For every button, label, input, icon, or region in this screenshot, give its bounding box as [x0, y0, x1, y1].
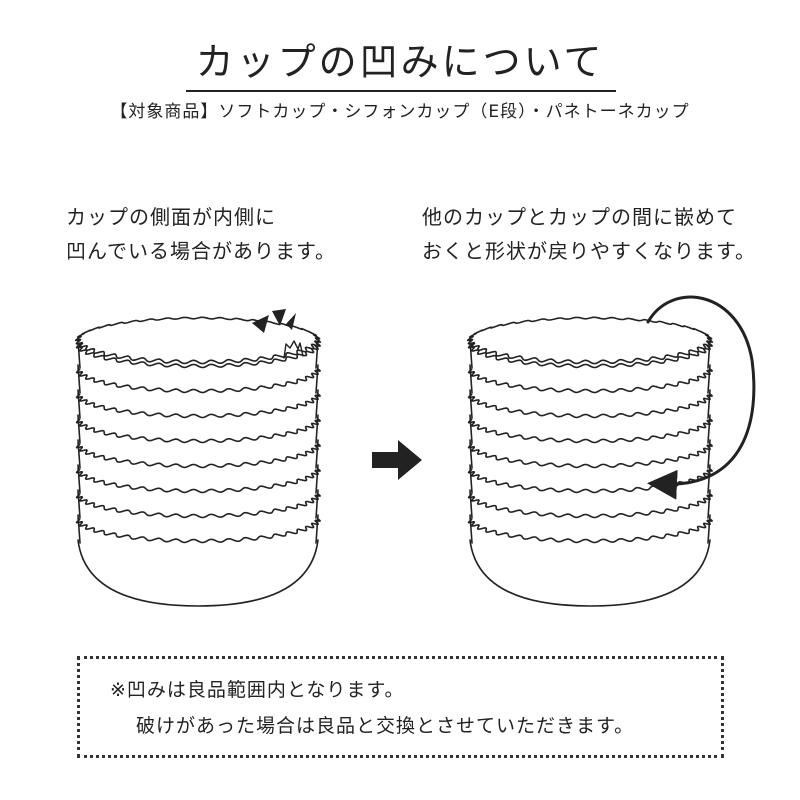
cup-side-right: [315, 439, 319, 469]
title-underline: [186, 90, 616, 92]
cup-side-left: [77, 514, 81, 544]
cup-side-right: [707, 389, 711, 419]
right-arrow-icon: [372, 440, 422, 480]
illustration: [74, 295, 756, 607]
cup-side-left: [469, 439, 473, 469]
dented-cup-stack: [74, 316, 322, 607]
cup-side-right: [315, 414, 319, 444]
cup-pleat-rim: [467, 342, 713, 369]
cup-pleat-rim: [467, 492, 713, 519]
cup-side-left: [77, 339, 81, 369]
cup-side-left: [469, 414, 473, 444]
fix-caption-line-2: おくと形状が戻りやすくなります。: [422, 239, 756, 263]
cup-side-left: [469, 364, 473, 394]
cup-side-right: [707, 364, 711, 394]
cup-side-right: [315, 489, 319, 519]
cup-side-right: [707, 489, 711, 519]
notice-line-1: ※凹みは良品範囲内となります。: [110, 679, 405, 701]
cup-pleat-rim: [75, 367, 321, 394]
cup-pleat-rim: [467, 367, 713, 394]
cup-pleat-rim: [467, 442, 713, 469]
cup-side-right: [315, 364, 319, 394]
cup-pleat-rim: [75, 467, 321, 494]
cup-side-right: [707, 464, 711, 494]
cup-pleat-rim: [75, 392, 321, 419]
dent-caption-line-2: 凹んでいる場合があります。: [66, 239, 336, 263]
cup-side-right: [707, 414, 711, 444]
dent-indicator-icon: [252, 309, 304, 359]
cup-side-left: [469, 339, 473, 369]
fix-caption: 他のカップとカップの間に嵌めて おくと形状が戻りやすくなります。: [422, 200, 756, 268]
cup-side-left: [77, 389, 81, 419]
cup-top-rim: [466, 316, 714, 365]
cup-side-left: [469, 489, 473, 519]
cup-side-right: [315, 464, 319, 494]
cup-side-right: [707, 514, 711, 544]
cup-side-left: [77, 489, 81, 519]
notice-line-2: 破けがあった場合は良品と交換とさせていただきます。: [136, 715, 635, 737]
dent-caption: カップの側面が内側に 凹んでいる場合があります。: [66, 200, 336, 268]
cup-side-left: [469, 514, 473, 544]
cup-pleat-rim: [75, 442, 321, 469]
fix-caption-line-1: 他のカップとカップの間に嵌めて: [422, 205, 737, 229]
cup-side-right: [315, 389, 319, 419]
cup-pleat-rim: [467, 417, 713, 444]
restored-cup-stack: [466, 316, 714, 607]
cup-pleat-rim: [75, 517, 321, 544]
cup-side-left: [77, 464, 81, 494]
cup-side-left: [77, 364, 81, 394]
page-title: カップの凹みについて: [195, 40, 605, 84]
cup-pleat-rim: [75, 417, 321, 444]
cup-side-right: [315, 514, 319, 544]
cup-pleat-rim: [75, 492, 321, 519]
cup-side-left: [77, 414, 81, 444]
cup-side-right: [707, 439, 711, 469]
cup-side-left: [469, 389, 473, 419]
cup-side-left: [469, 464, 473, 494]
cup-side-left: [77, 439, 81, 469]
notice-box: ※凹みは良品範囲内となります。 破けがあった場合は良品と交換とさせていただきます…: [77, 656, 724, 758]
target-products: 【対象商品】ソフトカップ・シフォンカップ（E段）・パネトーネカップ: [110, 102, 690, 122]
cup-pleat-rim: [467, 392, 713, 419]
dent-caption-line-1: カップの側面が内側に: [66, 205, 276, 229]
cup-pleat-rim: [467, 517, 713, 544]
cup-pleat-rim: [75, 342, 321, 369]
curved-arrow-icon: [646, 295, 756, 500]
